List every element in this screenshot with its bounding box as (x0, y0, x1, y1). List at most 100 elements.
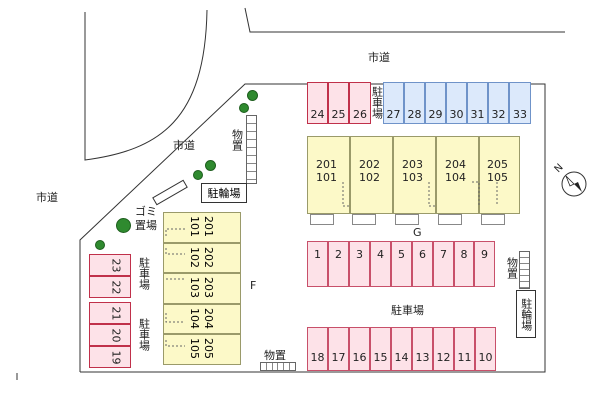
unit-number-lower: 105 (487, 170, 508, 184)
road-label-west: 市道 (36, 191, 58, 204)
parking-space-number: 15 (373, 351, 388, 364)
building-f-label: F (250, 279, 257, 292)
parking-space-number: 21 (109, 306, 123, 320)
parking-space: 31 (467, 82, 488, 124)
unit-block: 201 101 (163, 212, 241, 243)
parking-space-number: 8 (460, 248, 468, 261)
parking-row-top-blue: 27 28 29 30 31 32 33 (383, 82, 531, 124)
unit-number-upper: 204 (202, 308, 216, 329)
parking-space-number: 30 (449, 107, 464, 121)
parking-space: 25 (328, 82, 349, 124)
parking-space: 14 (391, 327, 412, 371)
unit-number-lower: 102 (188, 247, 202, 268)
tree-icon (95, 240, 105, 250)
parking-label-top: 駐車場 (370, 86, 384, 119)
unit-number-upper: 201 (316, 158, 337, 171)
unit-number-lower: 104 (188, 308, 202, 329)
parking-space-number: 5 (398, 248, 405, 261)
parking-space: 28 (404, 82, 425, 124)
parking-space: 9 (474, 241, 495, 287)
parking-space-number: 23 (109, 258, 123, 272)
unit-block: 205 105 (163, 334, 241, 365)
parking-space: 18 (307, 327, 328, 371)
unit-block: 202 102 (163, 243, 241, 273)
parking-space: 30 (446, 82, 467, 124)
bicycle-parking-box: 駐輪場 (201, 183, 247, 203)
unit-number-lower: 103 (188, 277, 202, 298)
parking-space-number: 28 (407, 107, 422, 121)
parking-space: 13 (412, 327, 433, 371)
parking-space: 3 (349, 241, 370, 287)
stair-dashes (342, 181, 498, 207)
garbage-label: ゴミ置場 (135, 205, 157, 232)
parking-space-number: 29 (428, 107, 443, 121)
stair-dashes-f (165, 228, 185, 347)
unit-number-lower: 102 (359, 170, 380, 184)
storage-grate-bottom (260, 362, 296, 371)
parking-space-number: 25 (331, 107, 346, 121)
parking-space-number: 33 (513, 107, 527, 121)
parking-space-number: 10 (478, 351, 493, 364)
parking-space: 24 (307, 82, 328, 124)
parking-space: 16 (349, 327, 370, 371)
parking-space-number: 31 (470, 107, 485, 121)
unit-number-upper: 201 (202, 216, 216, 237)
parking-space: 4 (370, 241, 391, 287)
parking-space: 12 (433, 327, 454, 371)
parking-space: 1 (307, 241, 328, 287)
road-label-center: 市道 (173, 139, 195, 152)
parking-space-number: 4 (377, 248, 384, 261)
parking-group-left-top: 23 22 (89, 254, 131, 298)
storage-grate-right (519, 251, 530, 289)
parking-space: 5 (391, 241, 412, 287)
entrance-step (395, 214, 419, 225)
unit-number-upper: 205 (487, 158, 508, 171)
unit-number-upper: 203 (402, 158, 423, 171)
parking-label-center: 駐車場 (391, 304, 424, 317)
bicycle-parking-label-right: 駐輪場 (519, 297, 533, 331)
parking-space: 32 (488, 82, 509, 124)
parking-space-number: 27 (386, 107, 401, 121)
unit-number-upper: 202 (359, 158, 380, 171)
parking-space-number: 19 (109, 350, 123, 364)
parking-space-number: 26 (353, 107, 367, 121)
parking-space-number: 11 (457, 351, 472, 364)
parking-space: 21 (89, 302, 131, 324)
storage-label-bottom: 物置 (264, 349, 286, 362)
parking-space-number: 3 (356, 248, 363, 261)
tree-icon (239, 103, 249, 113)
unit-number-upper: 202 (202, 247, 216, 268)
parking-space: 20 (89, 324, 131, 346)
parking-space-number: 13 (415, 351, 430, 364)
parking-space-number: 6 (419, 248, 426, 261)
bicycle-parking-box-right: 駐輪場 (516, 290, 536, 338)
parking-space: 17 (328, 327, 349, 371)
parking-space: 11 (454, 327, 475, 371)
storage-label-right: 物置 (505, 257, 519, 279)
unit-number-lower: 101 (188, 216, 202, 237)
tree-icon (205, 160, 216, 171)
parking-row-top-pink: 24 25 26 (307, 82, 371, 124)
parking-row-18-10: 18 17 16 15 14 13 12 11 10 (307, 327, 496, 371)
entrance-step (352, 214, 376, 225)
parking-space-number: 32 (491, 107, 506, 121)
unit-number-lower: 103 (402, 170, 423, 184)
entrance-step (481, 214, 505, 225)
parking-space: 7 (433, 241, 454, 287)
storage-label: 物置 (230, 129, 244, 151)
storage-grate (246, 115, 257, 184)
compass-letter: N (553, 162, 566, 175)
parking-space: 10 (475, 327, 496, 371)
parking-space: 22 (89, 276, 131, 298)
bicycle-parking-label: 駐輪場 (207, 187, 241, 200)
unit-block: 203 103 (163, 273, 241, 304)
parking-space-number: 18 (310, 351, 325, 364)
parking-space-number: 22 (109, 280, 123, 294)
unit-number-lower: 105 (188, 338, 202, 359)
entrance-step (310, 214, 334, 225)
